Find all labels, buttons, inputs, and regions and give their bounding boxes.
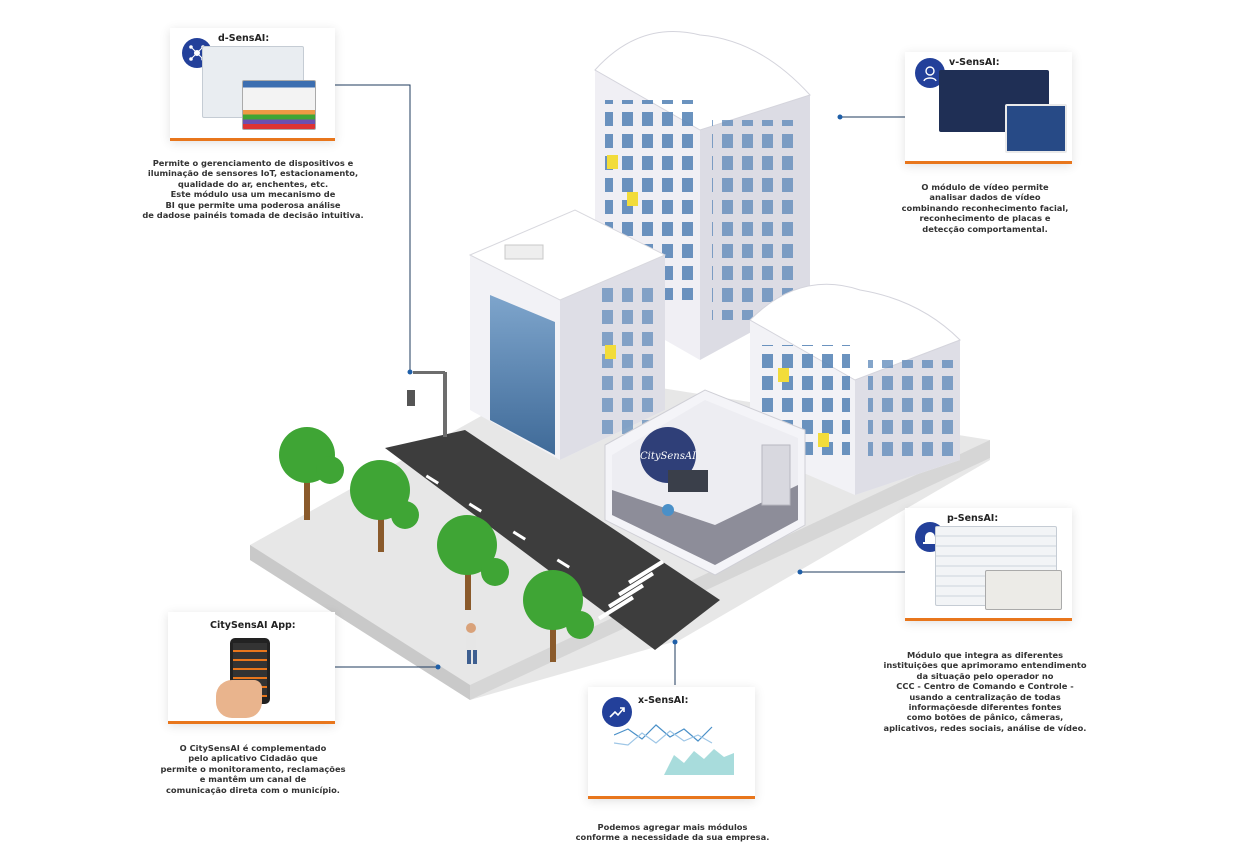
growth-chart-icon xyxy=(602,697,632,727)
d-sensai-card: d-SensAI: xyxy=(170,28,335,141)
connector-dot xyxy=(435,664,441,670)
map-screenshot xyxy=(985,570,1062,610)
v-sensai-card: v-SensAI: xyxy=(905,52,1072,164)
p-sensai-description: Módulo que integra as diferentes institu… xyxy=(883,650,1087,733)
d-sensai-description: Permite o gerenciamento de dispositivos … xyxy=(142,158,364,221)
control-room: CitySensAI xyxy=(604,389,806,576)
analytics-chart-illustration xyxy=(614,724,734,775)
video-tablet-screenshot xyxy=(1005,104,1067,153)
connectors xyxy=(335,84,905,685)
card-title: d-SensAI: xyxy=(218,33,270,44)
card-title: p-SensAI: xyxy=(947,513,999,524)
connector-dot xyxy=(672,639,678,645)
trees xyxy=(279,427,594,662)
citysensai-logo: CitySensAI xyxy=(640,451,697,462)
card-title: CitySensAI App: xyxy=(210,620,296,631)
card-title: x-SensAI: xyxy=(638,695,689,706)
crosswalk xyxy=(597,559,665,621)
v-sensai-description: O módulo de vídeo permite analisar dados… xyxy=(901,182,1069,234)
citysensai-app-card: CitySensAI App: xyxy=(168,612,335,724)
dashboard-screenshot xyxy=(242,80,316,130)
p-sensai-card: p-SensAI: xyxy=(905,508,1072,621)
hand-illustration xyxy=(216,680,262,718)
citysensai-app-description: O CitySensAI é complementado pelo aplica… xyxy=(160,743,346,795)
connector-dot xyxy=(837,114,843,120)
x-sensai-description: Podemos agregar mais módulos conforme a … xyxy=(575,822,770,843)
traffic-light xyxy=(407,371,447,437)
road xyxy=(385,430,720,650)
card-title: v-SensAI: xyxy=(949,57,1000,68)
connector-dot xyxy=(407,369,413,375)
pedestrian xyxy=(466,623,477,664)
connector-dot xyxy=(797,569,803,575)
office-building-left xyxy=(468,209,667,460)
x-sensai-card: x-SensAI: xyxy=(588,687,755,799)
